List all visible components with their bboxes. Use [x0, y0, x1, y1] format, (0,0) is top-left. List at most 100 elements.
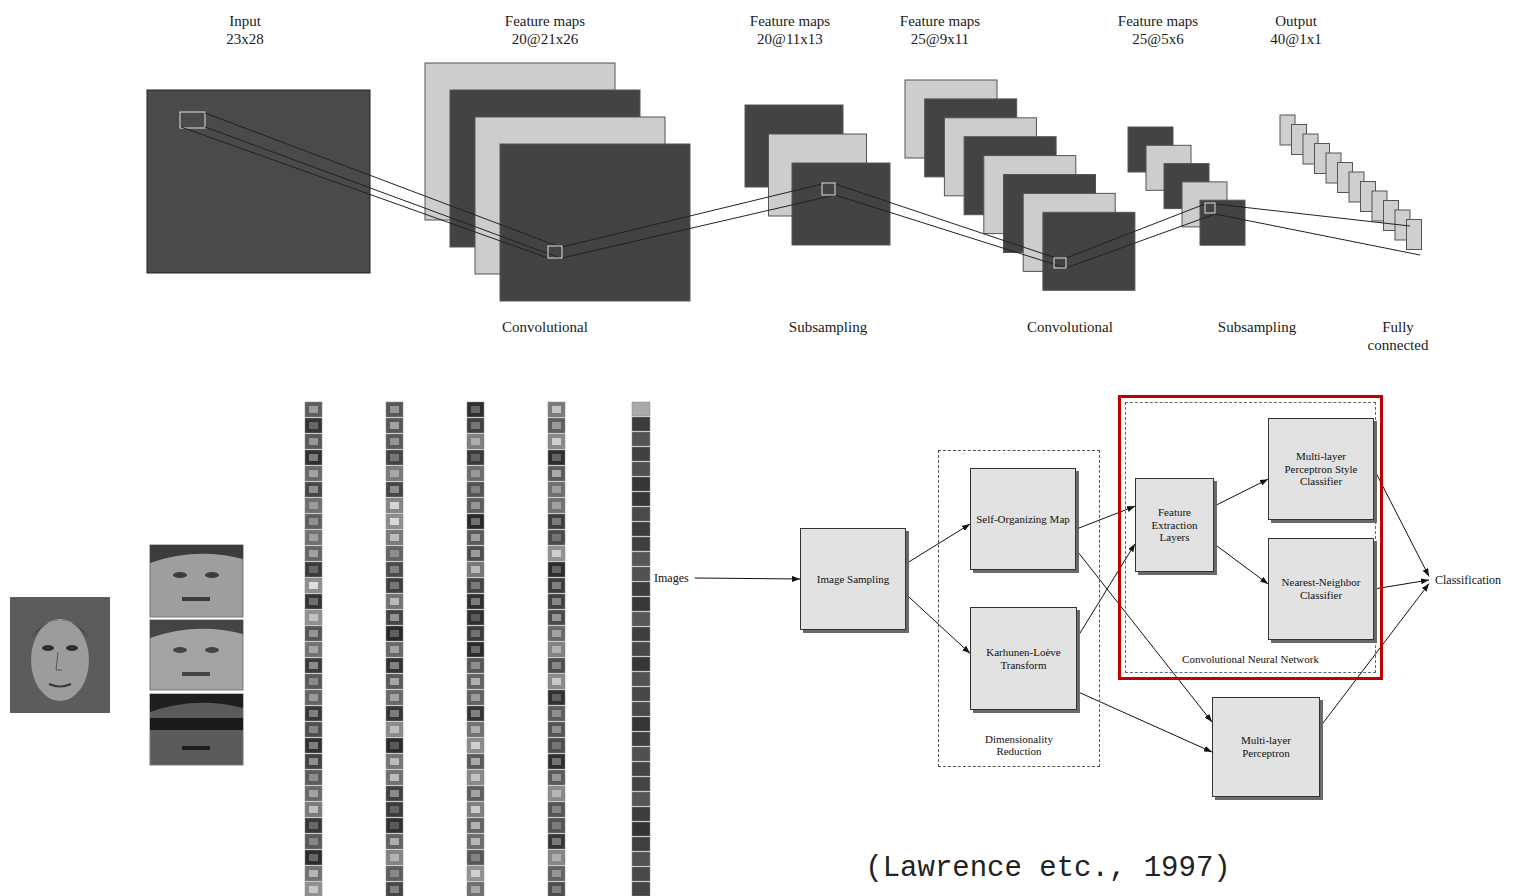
strip-cell: [548, 466, 565, 481]
feature-map-strip: [548, 402, 565, 896]
strip-cell: [548, 770, 565, 785]
strip-cell-detail: [309, 662, 318, 669]
terminal-text: Classification: [1429, 571, 1507, 589]
strip-cell: [386, 674, 403, 689]
strip-cell: [386, 418, 403, 433]
strip-cell: [632, 732, 650, 746]
strip-cell: [305, 850, 322, 865]
strip-cell: [632, 852, 650, 866]
strip-cell: [632, 402, 650, 416]
strip-cell-detail: [471, 726, 480, 733]
strip-cell-detail: [309, 678, 318, 685]
strip-cell: [305, 530, 322, 545]
strip-cell: [632, 462, 650, 476]
strip-cell: [467, 498, 484, 513]
strip-cell: [467, 850, 484, 865]
node-label: Multi-layer Perceptron: [1217, 734, 1315, 759]
strip-cell-detail: [390, 678, 399, 685]
strip-cell: [467, 434, 484, 449]
strip-cell-detail: [552, 790, 561, 797]
strip-cell-detail: [390, 422, 399, 429]
strip-cell-detail: [390, 710, 399, 717]
strip-cell: [548, 802, 565, 817]
strip-cell: [632, 687, 650, 701]
strip-cell: [632, 747, 650, 761]
strip-cell: [386, 738, 403, 753]
strip-cell: [305, 642, 322, 657]
strip-cell: [467, 786, 484, 801]
strip-cell-detail: [390, 534, 399, 541]
strip-cell-detail: [471, 534, 480, 541]
strip-cell-detail: [309, 630, 318, 637]
node-label: Images: [654, 569, 689, 587]
strip-cell-detail: [552, 870, 561, 877]
strip-cell-detail: [471, 870, 480, 877]
strip-cell-detail: [552, 422, 561, 429]
layer-heading: Feature maps 20@11x13: [744, 12, 836, 48]
strip-cell-detail: [390, 822, 399, 829]
layer-type-label: Convolutional: [1005, 318, 1135, 336]
strip-cell-detail: [552, 550, 561, 557]
group-heading: Convolutional Neural Network: [1180, 653, 1321, 666]
feature-map-strip: [386, 402, 403, 896]
strip-cell-detail: [552, 646, 561, 653]
flow-arrow: [1076, 506, 1135, 529]
strip-cell: [632, 537, 650, 551]
strip-cell: [467, 658, 484, 673]
strip-cell-detail: [471, 646, 480, 653]
strip-cell: [632, 552, 650, 566]
strip-cell: [467, 482, 484, 497]
strip-cell: [305, 674, 322, 689]
layer-heading: Feature maps 25@9x11: [894, 12, 986, 48]
strip-cell-detail: [309, 502, 318, 509]
strip-cell-detail: [309, 486, 318, 493]
strip-cell: [467, 738, 484, 753]
strip-cell-detail: [552, 854, 561, 861]
flow-arrow: [695, 578, 800, 579]
strip-cell-detail: [309, 534, 318, 541]
strip-cell-detail: [552, 534, 561, 541]
strip-cell-detail: [309, 886, 318, 893]
strip-cell-detail: [390, 726, 399, 733]
strip-cell-detail: [471, 806, 480, 813]
strip-cell-detail: [471, 566, 480, 573]
strip-cell-detail: [471, 662, 480, 669]
strip-cell-detail: [309, 694, 318, 701]
layer-type-label: Subsampling: [768, 318, 888, 336]
strip-cell: [548, 482, 565, 497]
strip-cell-detail: [390, 614, 399, 621]
strip-cell-detail: [471, 454, 480, 461]
strip-cell: [548, 418, 565, 433]
strip-cell-detail: [471, 886, 480, 893]
strip-cell: [386, 706, 403, 721]
strip-cell-detail: [309, 838, 318, 845]
strip-cell: [548, 626, 565, 641]
strip-cell: [305, 834, 322, 849]
strip-cell-detail: [552, 694, 561, 701]
strip-cell-detail: [552, 806, 561, 813]
receptive-fields: [548, 183, 1215, 268]
strip-cell-detail: [390, 566, 399, 573]
process-box: Multi-layer Perceptron Style Classifier: [1268, 418, 1374, 520]
strip-cell: [305, 434, 322, 449]
strip-cell: [467, 450, 484, 465]
strip-cell: [632, 657, 650, 671]
layer-heading: Feature maps 25@5x6: [1112, 12, 1204, 48]
strip-cell: [386, 402, 403, 417]
strip-cell: [632, 792, 650, 806]
process-box: Multi-layer Perceptron: [1212, 697, 1320, 797]
node-label: Karhunen-Loève Transform: [975, 646, 1072, 671]
strip-cell-detail: [390, 582, 399, 589]
strip-cell: [467, 466, 484, 481]
strip-cell: [548, 866, 565, 881]
strip-cell: [386, 866, 403, 881]
strip-cell: [467, 882, 484, 896]
strip-cell: [467, 402, 484, 417]
strip-cell-detail: [471, 406, 480, 413]
strip-cell-detail: [390, 758, 399, 765]
strip-cell-detail: [552, 454, 561, 461]
feature-map: [150, 694, 243, 765]
strip-cell-detail: [552, 758, 561, 765]
strip-cell-detail: [309, 870, 318, 877]
strip-cell-detail: [471, 470, 480, 477]
